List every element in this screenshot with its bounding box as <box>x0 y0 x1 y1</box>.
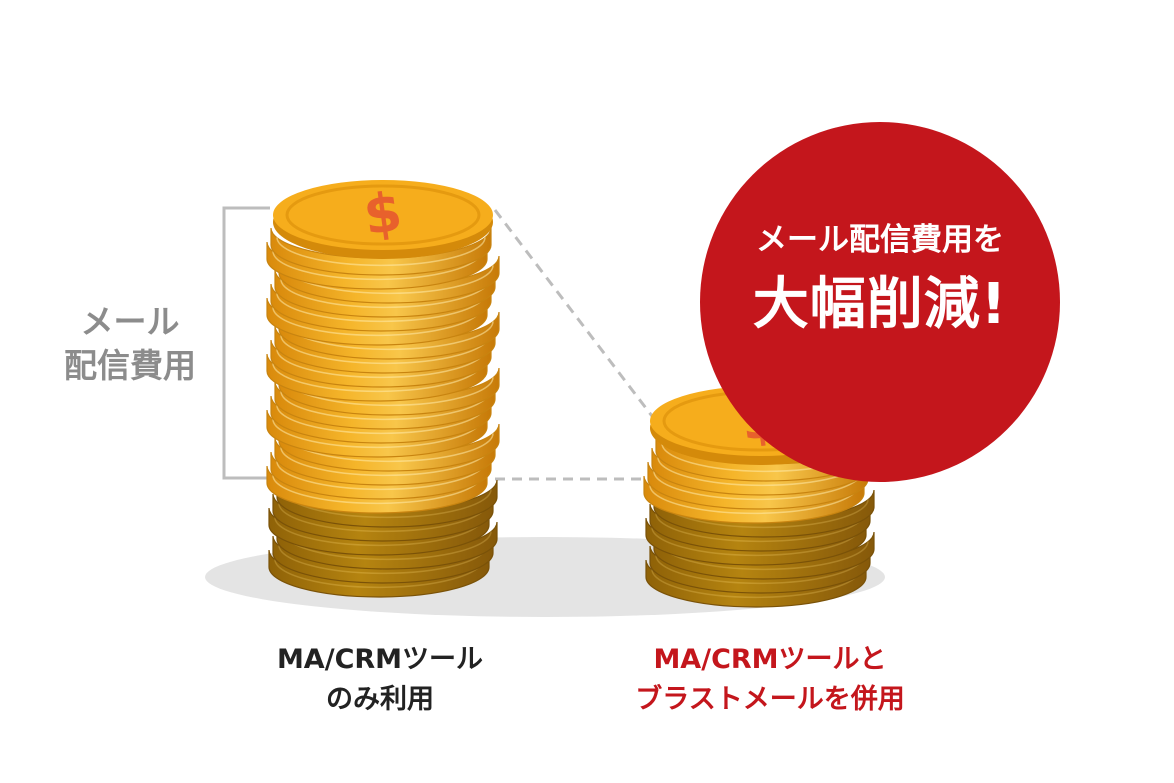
left-coin-stack: $ <box>266 180 500 598</box>
connector-line-top <box>493 209 657 421</box>
left-caption-line2: のみ利用 <box>326 684 434 715</box>
savings-bubble: メール配信費用を 大幅削減! <box>700 122 1060 482</box>
cost-label: メール 配信費用 <box>40 300 220 388</box>
left-caption-line1: MA/CRMツール <box>276 644 484 675</box>
right-caption-line2: ブラストメールを併用 <box>635 684 905 715</box>
cost-label-line1: メール <box>80 302 180 341</box>
cost-bracket <box>222 206 270 480</box>
right-stack-caption: MA/CRMツールと ブラストメールを併用 <box>590 640 950 720</box>
left-top-coin: $ <box>273 180 493 259</box>
dollar-sign-icon: $ <box>360 180 406 248</box>
savings-bubble-headline: 大幅削減! <box>752 272 1008 337</box>
left-stack-caption: MA/CRMツール のみ利用 <box>200 640 560 720</box>
coin <box>270 227 492 276</box>
cost-label-line2: 配信費用 <box>64 346 196 385</box>
right-caption-line1: MA/CRMツールと <box>653 644 887 675</box>
savings-bubble-line1: メール配信費用を <box>756 222 1004 258</box>
